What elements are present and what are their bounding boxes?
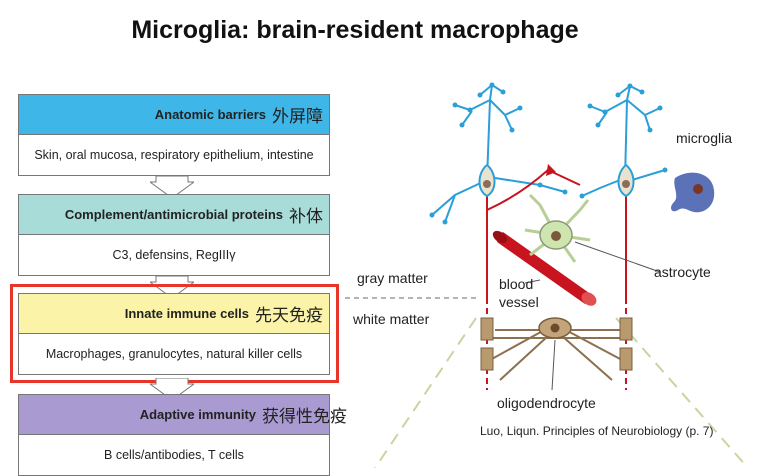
adaptive-header: Adaptive immunity 获得性免疫 [19, 395, 347, 435]
innate-header-cn: 先天免疫 [255, 306, 323, 326]
blood-vessel-label-2: vessel [499, 294, 539, 310]
myelin-segments [480, 317, 633, 371]
barrier-header-label: Anatomic barriers [154, 107, 266, 122]
barrier-header-cn: 外屏障 [272, 107, 323, 127]
complement-panel: Complement/antimicrobial proteins 补体 C3,… [18, 194, 330, 276]
down-arrow-1 [150, 176, 194, 199]
blood-vessel-label-1: blood [499, 276, 534, 292]
adaptive-header-cn: 获得性免疫 [262, 407, 347, 427]
innate-body: Macrophages, granulocytes, natural kille… [19, 334, 329, 374]
complement-header-cn: 补体 [289, 207, 323, 227]
oligodendrocyte-cell [487, 327, 626, 381]
neuron-soma-left [478, 163, 496, 198]
axon-arrowhead [546, 164, 556, 176]
microglia-cell [671, 172, 715, 213]
complement-body: C3, defensins, RegIIIγ [19, 235, 329, 275]
barrier-body: Skin, oral mucosa, respiratory epitheliu… [19, 135, 329, 175]
gray-matter-label: gray matter [357, 270, 428, 286]
adaptive-panel: Adaptive immunity 获得性免疫 B cells/antibodi… [18, 394, 347, 476]
innate-panel: Innate immune cells 先天免疫 Macrophages, gr… [18, 293, 330, 375]
barrier-panel: Anatomic barriers 外屏障 Skin, oral mucosa,… [18, 94, 330, 176]
astrocyte-cell [524, 193, 591, 263]
neuron-soma-right [617, 163, 635, 198]
source-credit: Luo, Liqun. Principles of Neurobiology (… [480, 424, 714, 438]
leader-lines [524, 241, 661, 391]
innate-highlight-box [10, 284, 339, 383]
barrier-header: Anatomic barriers 外屏障 [19, 95, 329, 135]
adaptive-body: B cells/antibodies, T cells [19, 435, 329, 475]
page-title: Microglia: brain-resident macrophage [131, 16, 579, 44]
innate-header-label: Innate immune cells [124, 306, 249, 321]
dendrite-spines [429, 82, 668, 225]
down-arrow-2 [150, 276, 194, 299]
oligodendrocyte-label: oligodendrocyte [497, 395, 596, 411]
complement-header: Complement/antimicrobial proteins 补体 [19, 195, 329, 235]
adaptive-header-label: Adaptive immunity [139, 407, 256, 422]
down-arrow-3 [150, 378, 194, 401]
white-matter-label: white matter [353, 311, 430, 327]
microglia-label: microglia [676, 130, 733, 146]
zoom-cone-lines [374, 317, 749, 468]
neuron-dendrites [431, 84, 666, 223]
oligodendrocyte-soma [538, 317, 572, 339]
complement-header-label: Complement/antimicrobial proteins [64, 207, 283, 222]
astrocyte-label: astrocyte [654, 264, 711, 280]
innate-header: Innate immune cells 先天免疫 [19, 294, 329, 334]
